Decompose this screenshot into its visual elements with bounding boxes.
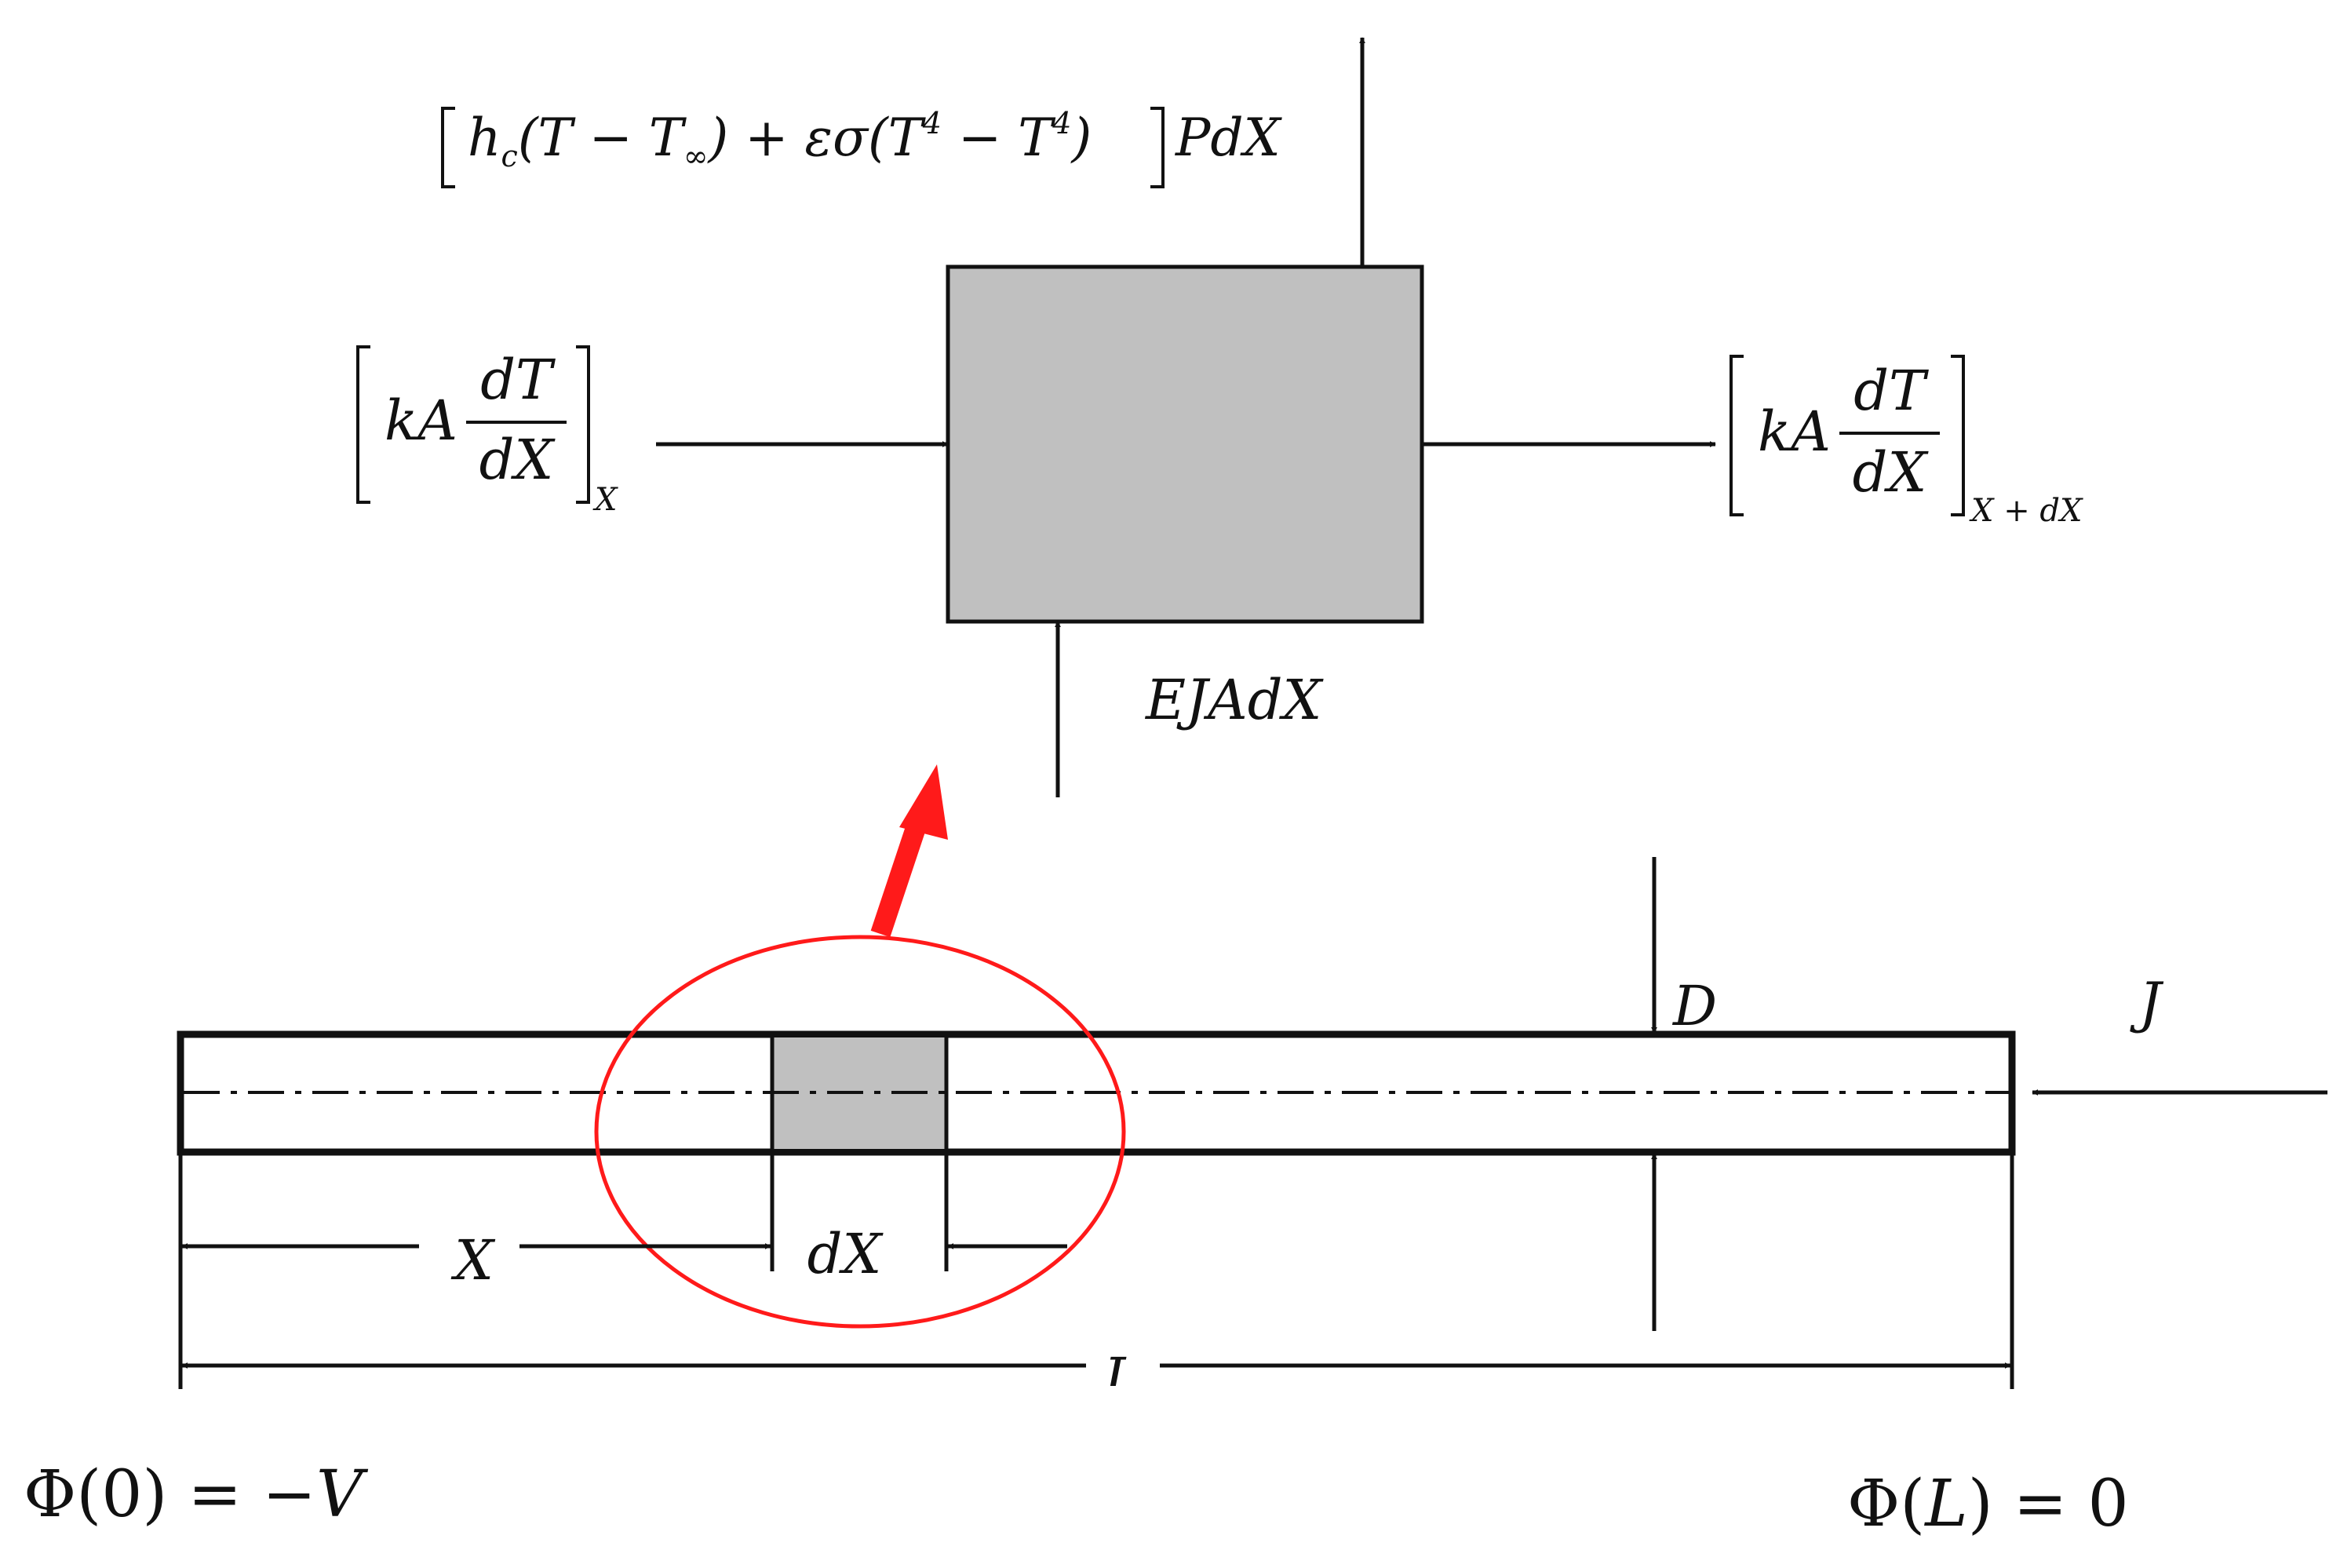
flux-left-numerator: dT [480, 348, 556, 412]
flux-right-label: kA dT dX X + dX [1730, 355, 2083, 529]
flux-left-close-bracket [576, 345, 590, 504]
flux-top-label: hc(T − T∞) + εσ(T4 − T4) PdX [441, 106, 1283, 188]
flux-right-subscript: X + dX [1969, 493, 2083, 529]
flux-top-right-bracket [1150, 107, 1165, 188]
dx-dimension-label: dX [807, 1222, 884, 1286]
flux-right-close-bracket [1951, 355, 1965, 516]
flux-left-coef: kA [385, 388, 457, 453]
rod-body [177, 1030, 2016, 1156]
d-dimension-label: D [1671, 974, 1717, 1038]
current-j-label: J [2130, 971, 2164, 1035]
flux-top-left-bracket [441, 107, 455, 188]
zoom-arrow-icon [870, 764, 948, 938]
flux-left-subscript: X [592, 482, 618, 518]
flux-left-label: kA dT dX X [356, 345, 618, 518]
flux-left-denominator: dX [479, 428, 556, 492]
flux-left-open-bracket [356, 345, 370, 504]
flux-top-tail: PdX [1175, 108, 1283, 168]
x-dimension-label: X [450, 1228, 496, 1293]
bc-right-label: Φ(L) = 0 [1847, 1467, 2129, 1541]
flux-right-open-bracket [1730, 355, 1744, 516]
flux-right-numerator: dT [1853, 359, 1929, 423]
bc-left-label: Φ(0) = −V [24, 1457, 369, 1532]
l-label-crop-mask [1083, 1386, 1169, 1417]
source-term-label: EJAdX [1144, 668, 1325, 732]
flux-top-term: hc(T − T∞) + εσ(T4 − T4) [468, 106, 1092, 173]
differential-element-box [946, 264, 1424, 624]
highlight-ellipse [594, 935, 1126, 1329]
flux-right-coef: kA [1758, 399, 1831, 464]
zoom-arrow-head [899, 764, 948, 840]
zoom-arrow-shaft [870, 812, 930, 938]
flux-right-denominator: dX [1853, 440, 1930, 505]
